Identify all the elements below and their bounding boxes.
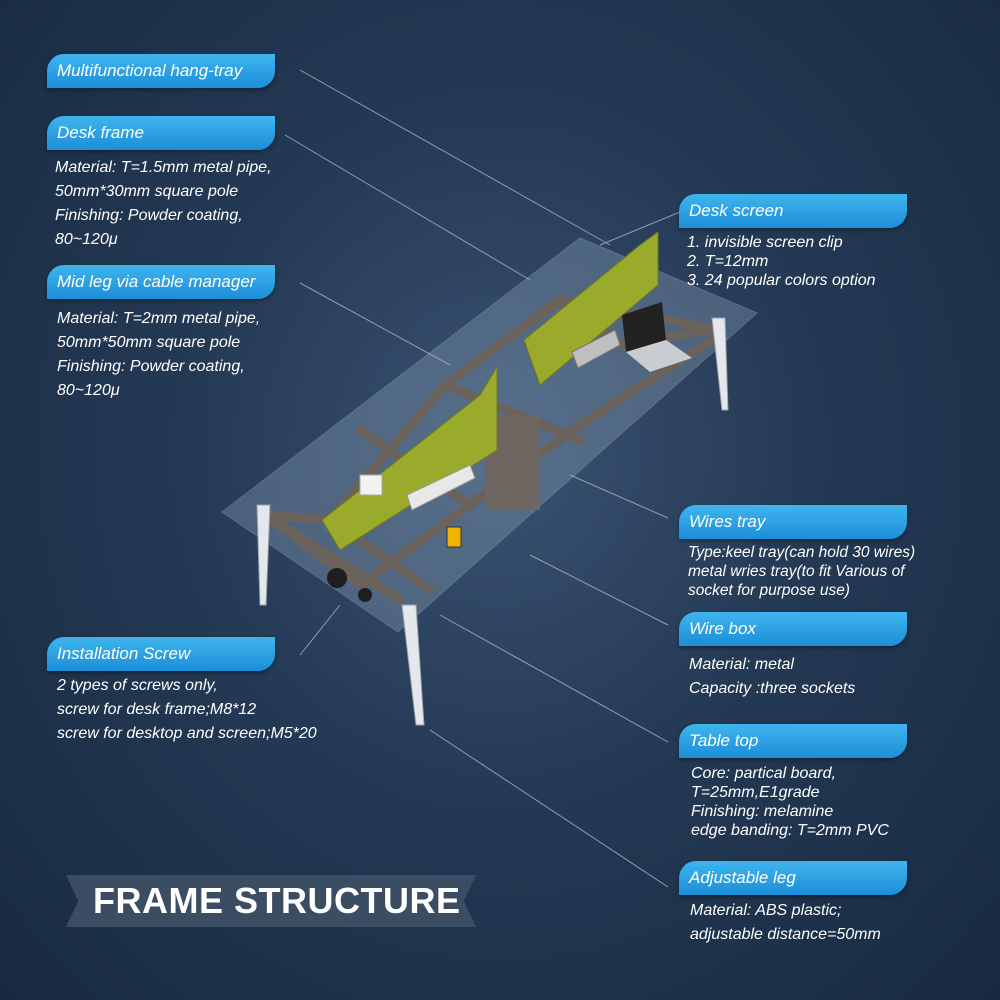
wire-box-desc: Material: metal Capacity :three sockets	[689, 653, 855, 701]
table-top-line: Finishing: melamine	[691, 803, 834, 820]
wires-tray-line: socket for purpose use)	[688, 582, 850, 599]
desk-screen-desc: 1. invisible screen clip 2. T=12mm 3. 24…	[687, 233, 876, 290]
desk-screen-line: 1. invisible screen clip	[687, 234, 843, 251]
wire-box-line: Capacity :three sockets	[689, 680, 856, 697]
wires-tray-line: Type:keel tray(can hold 30 wires)	[688, 544, 916, 561]
hang-tray-label: Multifunctional hang-tray	[47, 54, 275, 88]
desk-frame-line: Finishing: Powder coating,	[55, 207, 243, 224]
adjustable-leg-label: Adjustable leg	[679, 861, 907, 895]
installation-screw-line: screw for desktop and screen;M5*20	[57, 725, 317, 742]
installation-screw-desc: 2 types of screws only, screw for desk f…	[57, 674, 317, 746]
desk-screen-line: 3. 24 popular colors option	[687, 272, 876, 289]
installation-screw-label: Installation Screw	[47, 637, 275, 671]
desk-screen-left	[321, 365, 498, 551]
desk-frame-line: 50mm*30mm square pole	[55, 183, 239, 200]
mid-leg-line: Material: T=2mm metal pipe,	[57, 310, 261, 327]
wires-tray-line: metal wries tray(to fit Various of	[688, 563, 905, 580]
table-top-line: edge banding: T=2mm PVC	[691, 822, 889, 839]
laptop-screen	[622, 302, 666, 352]
wire-box-label: Wire box	[679, 612, 907, 646]
desk-legs	[256, 317, 729, 726]
phone	[446, 526, 462, 548]
table-top-line: Core: partical board,	[691, 765, 836, 782]
desk-screen-label: Desk screen	[679, 194, 907, 228]
table-top-line: T=25mm,E1grade	[691, 784, 820, 801]
desk-frame-label: Desk frame	[47, 116, 275, 150]
mid-leg-line: 80~120μ	[57, 382, 120, 399]
desk-frame-line: Material: T=1.5mm metal pipe,	[55, 159, 272, 176]
title-banner	[66, 875, 476, 927]
laptop-base	[626, 340, 692, 372]
wire-box-line: Material: metal	[689, 656, 794, 673]
mid-leg-label: Mid leg via cable manager	[47, 265, 275, 299]
table-top-desc: Core: partical board, T=25mm,E1grade Fin…	[691, 764, 889, 840]
installation-screw-line: 2 types of screws only,	[57, 677, 218, 694]
adjustable-leg-line: Material: ABS plastic;	[690, 902, 842, 919]
desk-screen-right	[523, 231, 659, 386]
desk-frame-desc: Material: T=1.5mm metal pipe, 50mm*30mm …	[55, 156, 272, 252]
screw-small	[358, 588, 372, 602]
mid-leg-line: Finishing: Powder coating,	[57, 358, 245, 375]
desk-screen-line: 2. T=12mm	[687, 253, 769, 270]
page-title: FRAME STRUCTURE	[93, 880, 461, 921]
adjustable-leg-desc: Material: ABS plastic; adjustable distan…	[690, 899, 881, 947]
table-top-label: Table top	[679, 724, 907, 758]
mid-leg-desc: Material: T=2mm metal pipe, 50mm*50mm sq…	[57, 307, 260, 403]
wire-box	[571, 329, 621, 369]
mid-leg-line: 50mm*50mm square pole	[57, 334, 241, 351]
screw-large	[327, 568, 347, 588]
installation-screw-line: screw for desk frame;M8*12	[57, 701, 257, 718]
pen-holder	[359, 474, 383, 496]
desk-frame-line: 80~120μ	[55, 231, 118, 248]
wires-tray-label: Wires tray	[679, 505, 907, 539]
adjustable-leg-line: adjustable distance=50mm	[690, 926, 881, 943]
wires-tray-desc: Type:keel tray(can hold 30 wires) metal …	[688, 543, 915, 600]
wire-tray	[406, 464, 476, 511]
